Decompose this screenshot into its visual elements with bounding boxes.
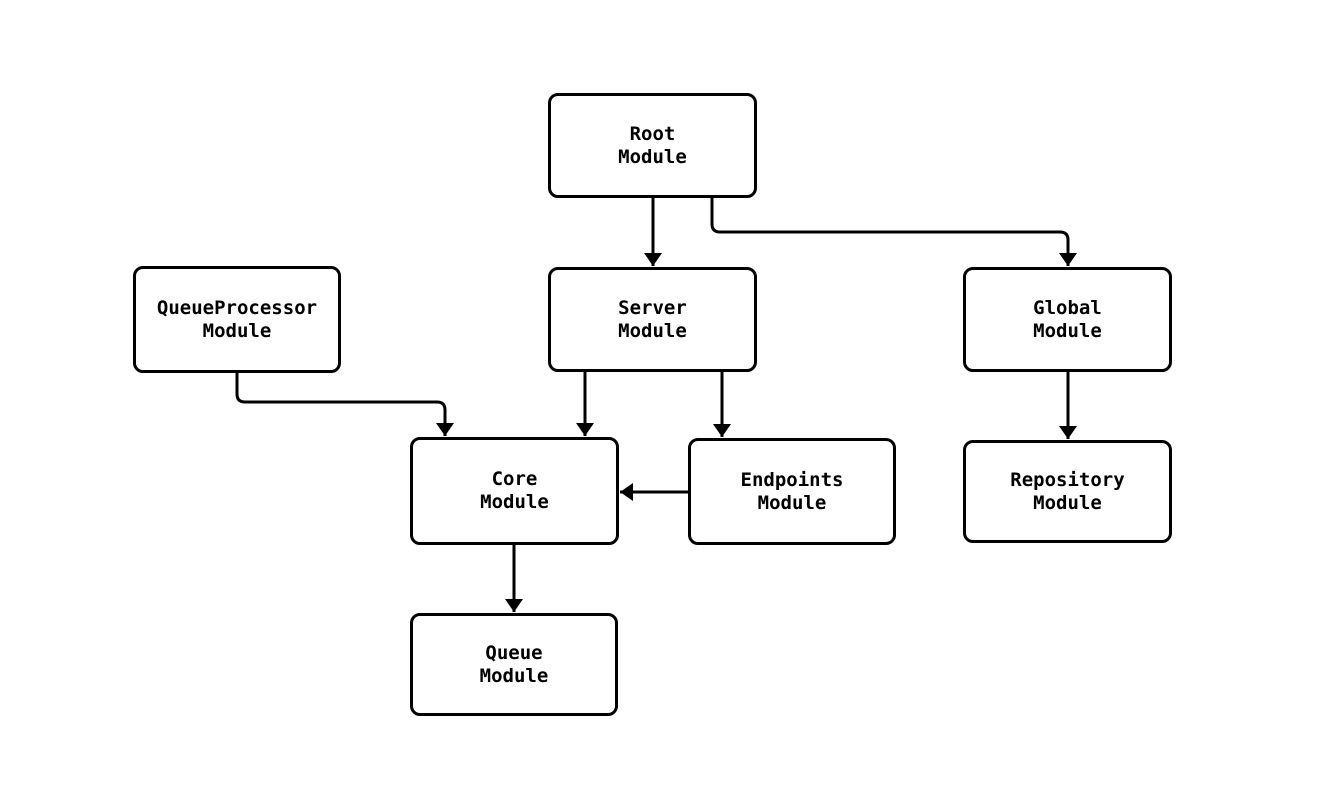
node-queue-module: Queue Module [410,613,618,716]
node-root-module-line2: Module [618,145,687,168]
node-queueprocessor-module-label: QueueProcessor Module [157,297,317,343]
node-server-module: Server Module [548,267,757,372]
node-repository-module-line2: Module [1033,491,1102,514]
node-server-module-line1: Server [618,296,687,319]
edge-queueprocessor-to-core [235,373,454,436]
node-server-module-line2: Module [618,319,687,342]
node-core-module-label: Core Module [480,468,549,514]
node-root-module-line1: Root [629,122,676,145]
node-root-module: Root Module [548,93,757,198]
node-queueprocessor-module-line1: QueueProcessor [156,296,318,319]
node-core-module: Core Module [410,437,619,545]
node-queueprocessor-module: QueueProcessor Module [133,266,341,373]
node-core-module-line1: Core [491,468,538,490]
node-root-module-label: Root Module [618,123,687,169]
node-core-module-line2: Module [480,491,549,513]
node-endpoints-module-label: Endpoints Module [741,469,844,515]
node-queue-module-line1: Queue [485,641,543,664]
node-queue-module-label: Queue Module [480,642,549,688]
node-repository-module-label: Repository Module [1010,469,1124,515]
node-global-module-label: Global Module [1033,297,1102,343]
node-endpoints-module-line1: Endpoints [740,468,844,491]
node-global-module-line2: Module [1033,319,1102,342]
node-global-module-line1: Global [1033,296,1102,319]
edge-root-to-global [710,198,1077,266]
node-repository-module-line1: Repository [1010,468,1125,491]
node-queueprocessor-module-line2: Module [202,319,272,342]
node-endpoints-module: Endpoints Module [688,438,896,545]
node-endpoints-module-line2: Module [757,491,827,514]
node-global-module: Global Module [963,267,1172,372]
node-repository-module: Repository Module [963,440,1172,543]
node-queue-module-line2: Module [479,664,549,687]
node-server-module-label: Server Module [618,297,687,343]
